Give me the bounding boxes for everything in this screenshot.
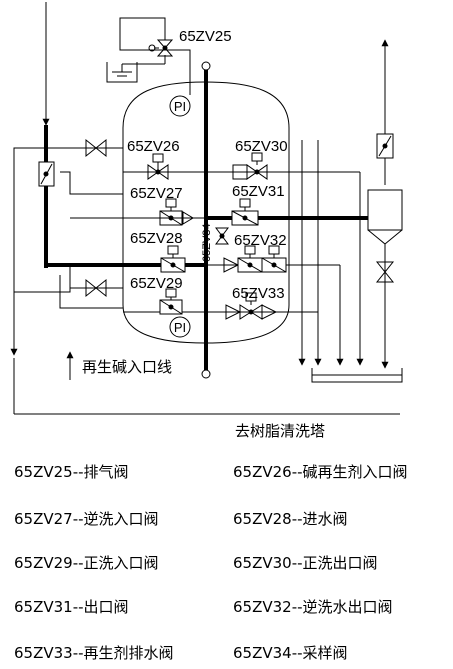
legend-item: 65ZV27--逆洗入口阀 (14, 510, 159, 528)
valve-65zv30 (232, 152, 268, 180)
label-65zv32: 65ZV32 (234, 232, 287, 249)
legend-row: 65ZV33--再生剂排水阀 65ZV34--采样阀 (14, 642, 453, 666)
valve-65zv29 (159, 288, 183, 315)
legend-row: 65ZV29--正洗入口阀 65ZV30--正洗出口阀 (14, 552, 453, 576)
separator-tank (367, 189, 403, 231)
bottom-nozzle (201, 369, 211, 379)
valve-alkali-inlet (85, 138, 107, 158)
left-outer-line (10, 147, 28, 356)
label-65zv34: 65ZV34 (201, 223, 213, 262)
valve-65zv33 (225, 292, 278, 320)
right-column-valve (375, 261, 395, 283)
label-65zv26: 65ZV26 (127, 138, 180, 155)
diagram-caption: 去树脂清洗塔 (235, 423, 325, 440)
label-65zv28: 65ZV28 (130, 230, 183, 247)
pi-top-label: PI (174, 99, 186, 114)
legend-item: 65ZV25--排气阀 (14, 463, 129, 481)
top-nozzle (201, 61, 211, 71)
legend-row: 65ZV31--出口阀 65ZV32--逆洗水出口阀 (14, 596, 453, 620)
legend-row: 65ZV27--逆洗入口阀 65ZV28--进水阀 (14, 508, 453, 532)
legend-item: 65ZV34--采样阀 (233, 644, 348, 662)
label-65zv29: 65ZV29 (130, 275, 183, 292)
vent-line (106, 17, 191, 95)
label-65zv31: 65ZV31 (232, 183, 285, 200)
valve-65zv25 (148, 39, 174, 57)
legend-item: 65ZV28--进水阀 (233, 510, 348, 528)
legend-item: 65ZV31--出口阀 (14, 598, 129, 616)
valve-65zv31 (231, 198, 259, 226)
legend-row: 65ZV25--排气阀 65ZV26--碱再生剂入口阀 (14, 461, 453, 485)
legend-item: 65ZV32--逆洗水出口阀 (233, 598, 393, 616)
valve-65zv26 (147, 153, 169, 180)
label-65zv27: 65ZV27 (130, 185, 183, 202)
valve-65zv34 (215, 227, 229, 245)
process-diagram: PI PI 65ZV25 65ZV26 65ZV30 65ZV27 65ZV31… (10, 2, 403, 440)
valve-65zv32 (223, 245, 287, 273)
valve-65zv27 (159, 198, 194, 226)
valve-forwash-inlet (85, 278, 107, 298)
pi-bottom-label: PI (174, 320, 186, 335)
label-65zv30: 65ZV30 (235, 138, 288, 155)
legend-item: 65ZV26--碱再生剂入口阀 (233, 463, 408, 481)
pressure-gauge-top (169, 95, 191, 117)
label-65zv25: 65ZV25 (179, 28, 232, 45)
legend-item: 65ZV33--再生剂排水阀 (14, 644, 174, 662)
label-65zv33: 65ZV33 (232, 285, 285, 302)
valve-65zv28 (160, 245, 186, 273)
legend-item: 65ZV30--正洗出口阀 (233, 554, 378, 572)
pressure-gauge-bottom (169, 316, 191, 338)
regen-alkali-inlet-label: 再生碱入口线 (82, 359, 172, 376)
legend-item: 65ZV29--正洗入口阀 (14, 554, 159, 572)
